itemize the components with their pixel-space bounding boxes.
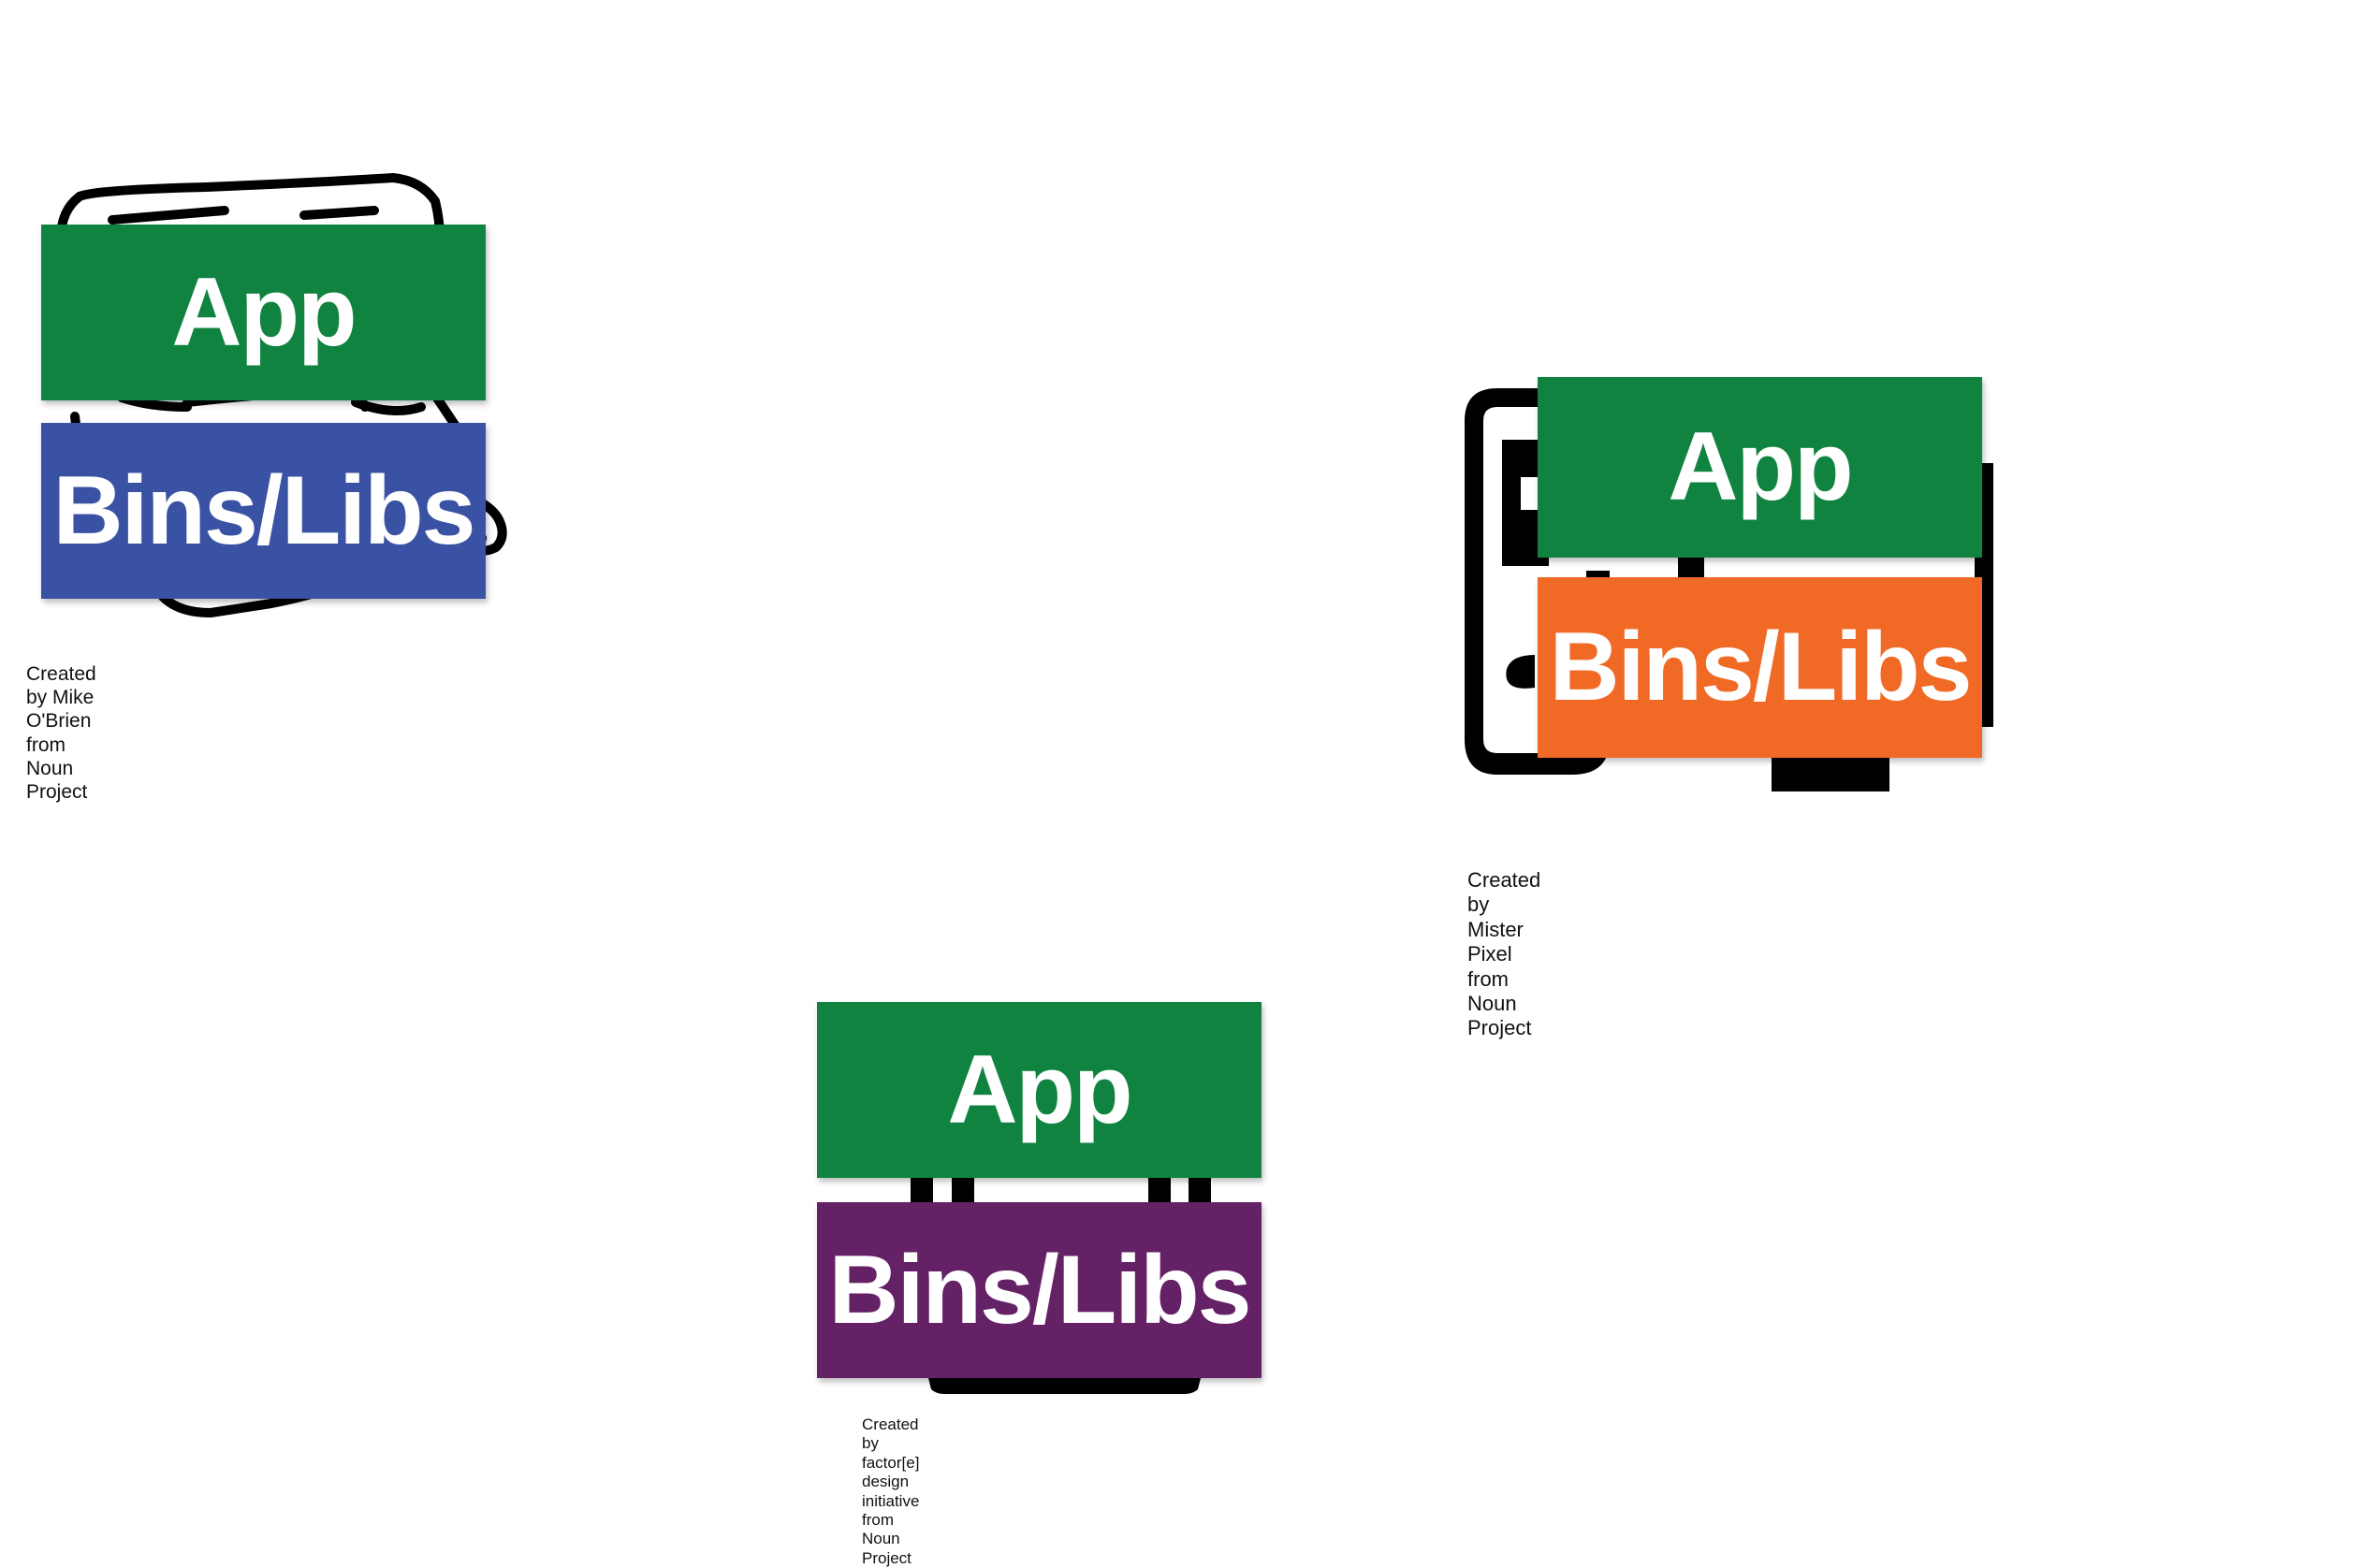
app-box: App: [41, 225, 486, 400]
app-box: App: [817, 1002, 1262, 1178]
app-box: App: [1538, 377, 1982, 558]
bins-libs-box: Bins/Libs: [1538, 577, 1982, 758]
credit-source: from Noun Project: [862, 1510, 912, 1567]
icon-credit: Created by Mike O'Brien from Noun Projec…: [26, 662, 96, 804]
credit-source: from Noun Project: [26, 733, 88, 803]
icon-credit: Created by Mister Pixel from Noun Projec…: [1467, 868, 1540, 1041]
credit-author: Created by Mister Pixel: [1467, 868, 1541, 966]
bins-libs-box: Bins/Libs: [817, 1202, 1262, 1378]
credit-source: from Noun Project: [1467, 966, 1532, 1040]
bins-libs-box: Bins/Libs: [41, 423, 486, 599]
credit-author: Created by Mike O'Brien: [26, 663, 96, 733]
icon-credit: Created by factor[e] design initiative f…: [862, 1416, 919, 1568]
